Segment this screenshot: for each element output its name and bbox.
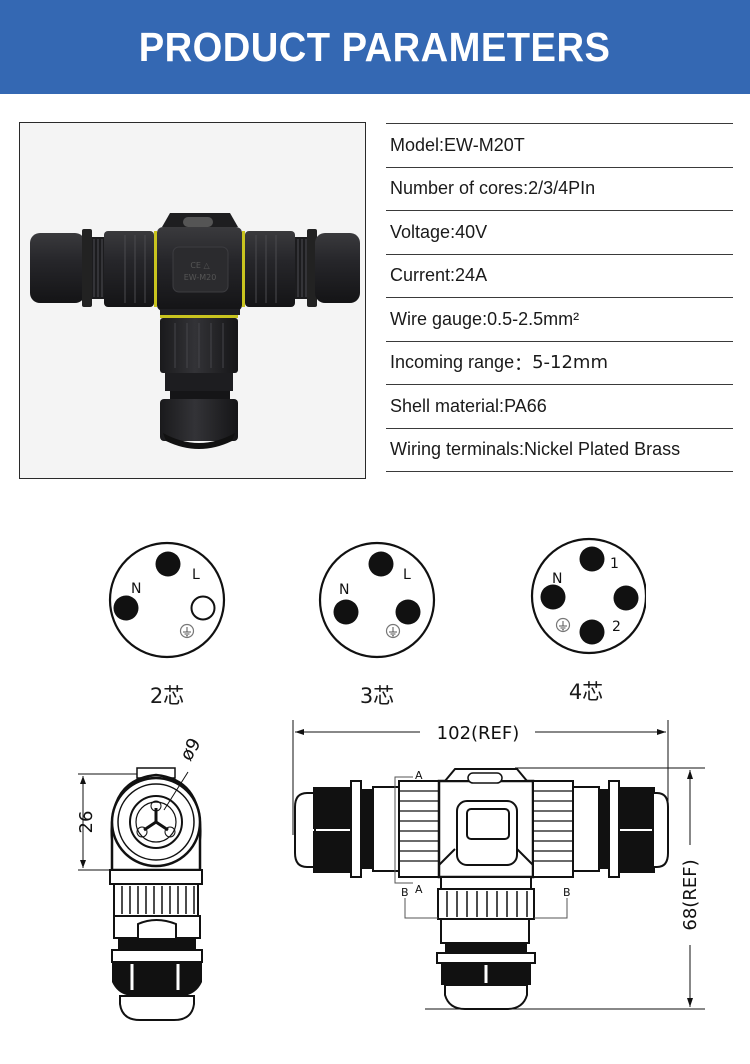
svg-text:EW-M20: EW-M20 <box>184 273 217 282</box>
pinout-3-core: L N 3芯 <box>312 540 442 710</box>
product-photo: CE △ EW-M20 <box>19 122 366 479</box>
param-label: Voltage <box>390 221 451 242</box>
param-label: Model <box>390 134 440 155</box>
param-label: Number of cores <box>390 178 524 199</box>
pinout-4-core: 1 N 2 4芯 <box>521 536 651 706</box>
dimension-26: 26 <box>76 811 97 834</box>
param-value: PA66 <box>504 395 547 416</box>
pinout-3-core-icon: L N <box>318 541 436 659</box>
pin-label-n: N <box>552 571 562 587</box>
param-row-voltage: Voltage: 40V <box>386 211 733 255</box>
pin-3 <box>395 599 421 625</box>
pinout-2-core-label: 2芯 <box>149 684 185 708</box>
pin-label-l: L <box>403 567 411 583</box>
pinout-diagrams: L N 2芯 L N 3芯 <box>0 530 750 708</box>
parameter-table: Model: EW-M20T Number of cores: 2/3/4PIn… <box>386 123 733 472</box>
dimension-width: 102(REF) <box>437 723 520 744</box>
pin-l <box>368 551 394 577</box>
param-row-model: Model: EW-M20T <box>386 124 733 168</box>
pin-n <box>333 599 359 625</box>
section-b-left: B <box>401 886 409 899</box>
dimension-height: 68(REF) <box>680 859 701 930</box>
pin-n <box>540 584 566 610</box>
param-value: 5-12mm <box>532 352 608 374</box>
ground-icon <box>179 623 195 639</box>
ground-icon <box>385 623 401 639</box>
pin-label-2: 2 <box>612 619 621 635</box>
svg-text:CE △: CE △ <box>190 261 210 270</box>
pin-label-l: L <box>192 567 200 583</box>
section-a-top: A <box>415 769 423 782</box>
pin-label-1: 1 <box>610 556 619 572</box>
param-row-shell-material: Shell material: PA66 <box>386 385 733 429</box>
param-separator: : <box>439 134 445 155</box>
param-separator: : <box>450 221 456 242</box>
pin-3 <box>613 585 639 611</box>
param-separator: : <box>482 308 488 329</box>
param-row-incoming-range: Incoming range：5-12mm <box>386 342 733 385</box>
param-label: Incoming range <box>390 352 515 373</box>
param-value: Nickel Plated Brass <box>524 439 681 460</box>
pinout-2-core-icon: L N <box>108 541 226 659</box>
pin-n <box>113 595 139 621</box>
param-separator: : <box>450 265 456 286</box>
param-separator: : <box>519 439 525 460</box>
param-value: 24A <box>455 265 488 286</box>
param-label: Current <box>390 265 451 286</box>
param-value: EW-M20T <box>444 134 525 155</box>
param-label: Wire gauge <box>390 308 483 329</box>
param-separator: ： <box>514 353 533 375</box>
pin-1 <box>579 546 605 572</box>
pin-label-n: N <box>339 582 349 598</box>
side-view-drawing: 26 ø9 <box>76 735 206 1021</box>
param-value: 40V <box>455 221 488 242</box>
section-b-right: B <box>563 886 571 899</box>
pin-l <box>155 551 181 577</box>
param-row-wiring-terminals: Wiring terminals: Nickel Plated Brass <box>386 429 733 472</box>
section-a-bottom: A <box>415 883 423 896</box>
pin-empty <box>190 595 216 621</box>
param-separator: : <box>499 395 505 416</box>
pinout-2-core: L N 2芯 <box>102 540 232 710</box>
param-row-cores: Number of cores: 2/3/4PIn <box>386 168 733 211</box>
pinout-4-core-label: 4芯 <box>568 680 604 704</box>
front-view-drawing: 102(REF) 68(REF) A A B B <box>292 720 705 1010</box>
param-row-current: Current: 24A <box>386 255 733 298</box>
t-connector-photo-icon: CE △ EW-M20 <box>30 213 360 449</box>
pinout-4-core-icon: 1 N 2 <box>530 537 646 655</box>
pin-2 <box>579 619 605 645</box>
param-label: Shell material <box>390 395 500 416</box>
pinout-3-core-label: 3芯 <box>359 684 395 708</box>
param-value: 0.5-2.5mm² <box>487 308 580 329</box>
header-banner: PRODUCT PARAMETERS <box>0 0 750 94</box>
ground-icon <box>555 617 571 633</box>
param-value: 2/3/4PIn <box>528 178 596 199</box>
dimension-diameter: ø9 <box>176 735 205 765</box>
pin-label-n: N <box>131 581 141 597</box>
param-row-wire-gauge: Wire gauge: 0.5-2.5mm² <box>386 298 733 342</box>
param-separator: : <box>523 178 529 199</box>
param-label: Wiring terminals <box>390 439 520 460</box>
page-title: PRODUCT PARAMETERS <box>139 23 611 70</box>
